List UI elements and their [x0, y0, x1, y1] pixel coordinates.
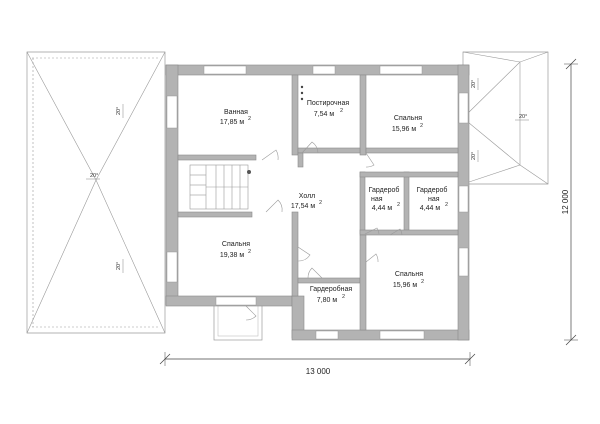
stairs	[189, 164, 251, 210]
svg-text:2: 2	[445, 202, 448, 208]
room-name-bathroom: Ванная	[224, 109, 248, 116]
windows	[166, 65, 469, 340]
room-area-bedroom-w: 19,38 м	[220, 252, 244, 259]
svg-text:2: 2	[420, 123, 423, 129]
room-name-bedroom-se: Спальня	[395, 271, 423, 278]
room-name-bedroom-ne: Спальня	[394, 115, 422, 122]
inner-walls	[177, 74, 459, 331]
svg-text:2: 2	[248, 116, 251, 122]
svg-text:ная: ная	[371, 196, 383, 203]
room-name-wardrobe-b: Гардероб	[417, 186, 448, 194]
svg-text:2: 2	[340, 108, 343, 114]
dimension-height-label: 12 000	[561, 189, 570, 214]
svg-text:2: 2	[248, 249, 251, 255]
room-name-wardrobe-a: Гардероб	[369, 186, 400, 194]
dimension-width: 13 000	[159, 352, 476, 376]
svg-text:2: 2	[421, 279, 424, 285]
slope-west-mid: 20°	[90, 173, 98, 179]
balcony	[213, 301, 263, 341]
room-area-bedroom-ne: 15,96 м	[392, 126, 416, 133]
room-area-laundry: 7,54 м	[314, 111, 335, 118]
room-name-bedroom-w: Спальня	[222, 241, 250, 248]
room-area-bedroom-se: 15,96 м	[393, 282, 417, 289]
door-swings	[245, 141, 403, 321]
room-name-wardrobe-c: Гардеробная	[310, 285, 353, 293]
dimension-height: 12 000	[561, 58, 578, 346]
laundry-fixtures	[300, 85, 304, 101]
room-area-hall: 17,54 м	[291, 203, 315, 210]
room-name-laundry: Постирочная	[307, 100, 350, 107]
room-area-wardrobe-a: 4,44 м	[372, 205, 393, 212]
room-area-bathroom: 17,85 м	[220, 119, 244, 126]
slope-west-low: 20°	[116, 262, 122, 270]
svg-text:2: 2	[342, 294, 345, 300]
svg-text:2: 2	[397, 202, 400, 208]
slope-east-a: 20°	[471, 80, 477, 88]
room-name-hall: Холл	[299, 193, 316, 200]
svg-text:ная: ная	[428, 196, 440, 203]
west-roof	[26, 51, 166, 334]
dimension-width-label: 13 000	[306, 367, 331, 376]
room-area-wardrobe-c: 7,80 м	[317, 297, 338, 304]
slope-east-c: 20°	[471, 152, 477, 160]
east-roof	[462, 51, 549, 185]
room-area-wardrobe-b: 4,44 м	[420, 205, 441, 212]
room-labels: Ванная 17,85 м 2 Постирочная 7,54 м 2 Сп…	[220, 100, 448, 304]
roof-slope-markers: 20° 20° 20° 20° 20° 20°	[86, 78, 529, 273]
slope-east-b: 20°	[519, 114, 527, 120]
svg-text:2: 2	[319, 200, 322, 206]
slope-west-top: 20°	[116, 107, 122, 115]
